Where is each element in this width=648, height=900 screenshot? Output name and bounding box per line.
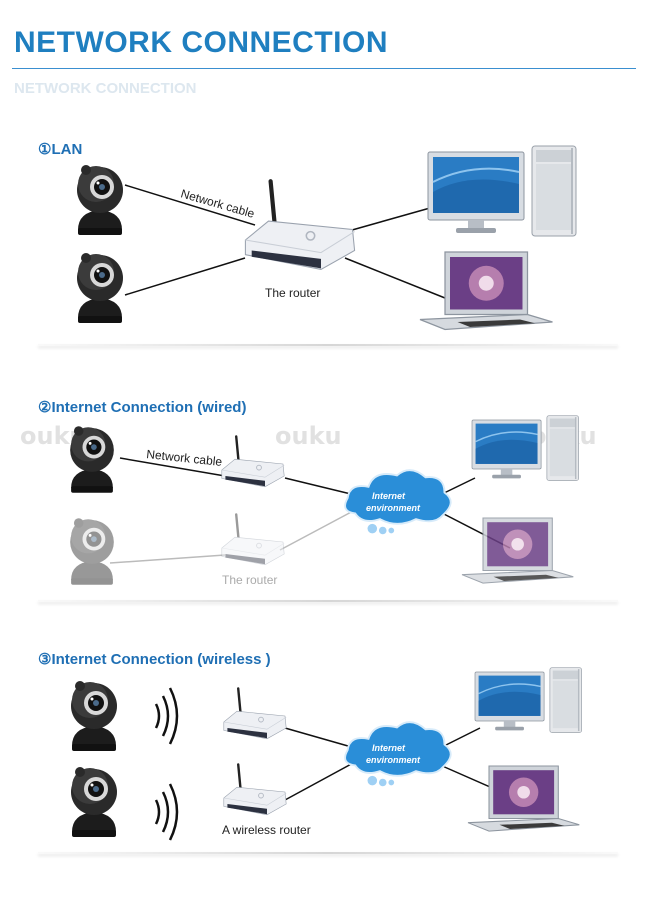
ip-camera-icon [71, 767, 117, 837]
network-cable-label: Network cable [146, 447, 223, 469]
network-cable-line [284, 727, 356, 749]
network-cable-line [439, 727, 481, 749]
ip-camera-icon [77, 165, 123, 235]
cloud-label-line2: environment [366, 503, 421, 513]
router-icon [220, 513, 286, 566]
panel-divider-wireless [38, 852, 618, 854]
cloud-label-line1: Internet [372, 743, 406, 753]
laptop-icon [461, 517, 574, 584]
cloud-label-line2: environment [366, 755, 421, 765]
page-title: NETWORK CONNECTION [14, 26, 388, 59]
panel-divider-wired [38, 600, 618, 602]
network-cable-line [344, 207, 431, 233]
laptop-icon [419, 251, 554, 331]
network-cable-label: Network cable [179, 186, 256, 221]
wired-internet-diagram: ouku ouku ouku Network cable The router … [20, 414, 597, 587]
desktop-computer-icon [427, 145, 577, 237]
page-subtitle: NETWORK CONNECTION [14, 80, 197, 97]
laptop-icon [467, 765, 580, 832]
ip-camera-icon [77, 253, 123, 323]
network-cable-line [124, 184, 256, 226]
watermark: ouku [275, 422, 342, 450]
cloud-label-line1: Internet [372, 491, 406, 501]
lan-diagram: Network cable The router [77, 145, 577, 331]
router-icon [222, 687, 288, 740]
router-label: The router [265, 286, 320, 300]
network-cable-line [119, 457, 226, 477]
section-title-wired: ②Internet Connection (wired) [38, 399, 247, 416]
network-cable-line [284, 477, 356, 496]
network-cable-line [344, 257, 451, 301]
network-cable-line [124, 257, 246, 296]
desktop-computer-icon [474, 666, 583, 734]
ip-camera-icon [70, 426, 114, 493]
wireless-signal-icon [154, 686, 179, 746]
desktop-computer-icon [471, 414, 580, 482]
wireless-router-icon [222, 763, 288, 816]
network-cable-line [279, 509, 356, 551]
panel-divider-lan [38, 344, 618, 346]
router-icon [245, 181, 354, 269]
network-cable-line [439, 477, 476, 496]
router-label: The router [222, 573, 277, 587]
wireless-internet-diagram: A wireless router Internet environment [71, 666, 583, 842]
wireless-router-label: A wireless router [222, 823, 311, 837]
ip-camera-icon [70, 518, 114, 585]
network-cable-line [284, 761, 356, 801]
wireless-signal-icon [154, 782, 179, 842]
title-divider [12, 68, 636, 69]
ip-camera-icon [71, 681, 117, 751]
section-title-lan: ①LAN [38, 141, 83, 158]
section-title-wireless: ③Internet Connection (wireless ) [38, 651, 271, 668]
network-cable-line [109, 554, 226, 564]
